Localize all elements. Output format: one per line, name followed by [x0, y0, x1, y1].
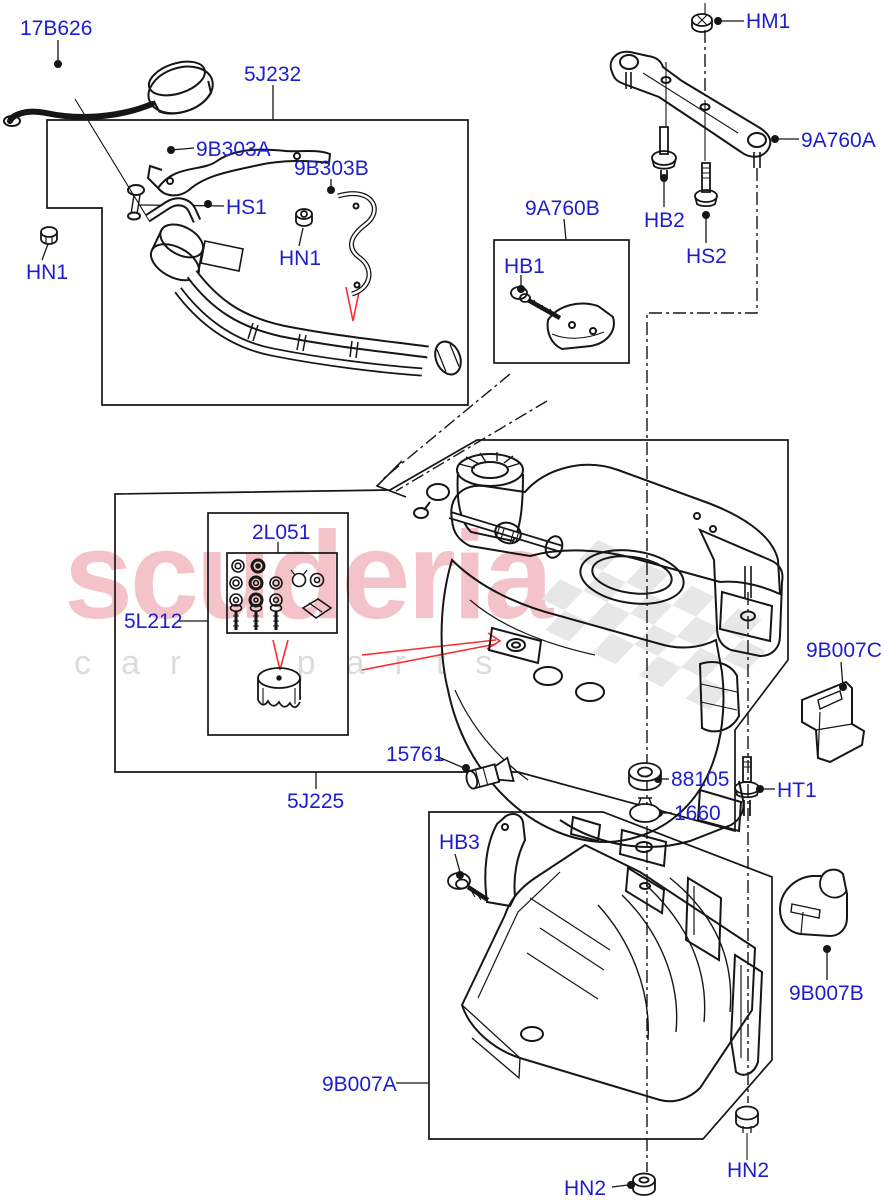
stud-HT1: [734, 756, 760, 816]
bracket-9B303A: [156, 148, 332, 197]
nut-HN2-right: [735, 1105, 759, 1160]
part-label-HS1[interactable]: HS1: [226, 196, 267, 219]
part-label-17B626[interactable]: 17B626: [20, 17, 93, 40]
nut-HM1: [691, 13, 713, 33]
pointer-chevron: [375, 460, 407, 498]
retainer-1660: [629, 797, 661, 823]
part-label-HS2[interactable]: HS2: [686, 245, 727, 268]
sensor-15761: [465, 756, 515, 790]
part-label-88105[interactable]: 88105: [671, 768, 730, 791]
part-label-9A760A[interactable]: 9A760A: [801, 129, 876, 152]
red-arrow-cap: [272, 639, 289, 671]
part-label-5L212[interactable]: 5L212: [124, 610, 183, 633]
bolt-HB1: [510, 286, 562, 320]
nut-HN1-left: [40, 226, 58, 245]
part-label-HB2[interactable]: HB2: [644, 209, 685, 232]
skid-plate-9B007A: [460, 813, 764, 1103]
part-label-9B007C[interactable]: 9B007C: [806, 639, 882, 662]
kit-bolt: [249, 603, 263, 630]
part-label-9B303B[interactable]: 9B303B: [294, 157, 369, 180]
part-label-HN2-bottom[interactable]: HN2: [564, 1177, 607, 1200]
box-9B007A: [428, 811, 773, 1140]
part-label-HB1[interactable]: HB1: [504, 255, 545, 278]
part-label-HM1[interactable]: HM1: [746, 10, 791, 33]
red-arrows: [272, 286, 502, 671]
box-5J232: [46, 119, 469, 406]
red-arrow-filler-hose: [345, 286, 361, 322]
bracket-9B303B: [337, 191, 377, 297]
filler-pipe-assembly: [127, 148, 462, 377]
cap-5L212: [257, 667, 301, 709]
part-label-HT1[interactable]: HT1: [777, 779, 817, 802]
watermark-tagline: car parts: [74, 644, 523, 682]
watermark-checkered-flag: [541, 540, 766, 710]
part-label-1660[interactable]: 1660: [674, 802, 721, 825]
part-label-HN1-right[interactable]: HN1: [279, 247, 322, 270]
part-label-9A760B[interactable]: 9A760B: [525, 197, 600, 220]
part-label-9B007A[interactable]: 9B007A: [322, 1073, 397, 1096]
bracket-9B007C: [801, 680, 866, 764]
kit-bolt: [229, 603, 243, 630]
stud-HB2: [651, 126, 677, 178]
assembly-axes: [382, 30, 758, 1172]
box-2L051: [226, 552, 338, 634]
part-label-HN1-left[interactable]: HN1: [26, 261, 69, 284]
fuel-tank: [413, 452, 784, 868]
part-label-5J225[interactable]: 5J225: [287, 790, 345, 813]
bolt-HB3: [447, 872, 490, 902]
bracket-9A760B-part: [546, 302, 615, 351]
box-9A760B: [493, 239, 630, 364]
part-label-HN2-right[interactable]: HN2: [727, 1159, 770, 1182]
part-label-15761[interactable]: 15761: [386, 743, 445, 766]
stud-HS2: [694, 162, 718, 208]
screw-HS1: [127, 184, 145, 221]
nut-HN1-right: [295, 208, 313, 227]
kit-bolt: [269, 603, 283, 630]
nut-HN2-bottom: [632, 1172, 656, 1196]
part-label-HB3[interactable]: HB3: [439, 831, 480, 854]
seal-kit-2L051: [229, 558, 333, 630]
grommet-88105: [628, 762, 662, 791]
part-label-9B007B[interactable]: 9B007B: [789, 982, 864, 1005]
part-label-5J232[interactable]: 5J232: [244, 63, 302, 86]
clamp-9B007B: [778, 868, 848, 938]
support-bracket-9A760A: [609, 50, 772, 168]
part-label-9B303A[interactable]: 9B303A: [196, 138, 271, 161]
box-5L212: [207, 512, 349, 736]
fuel-filler-cap: [3, 60, 214, 127]
part-label-2L051[interactable]: 2L051: [252, 521, 311, 544]
